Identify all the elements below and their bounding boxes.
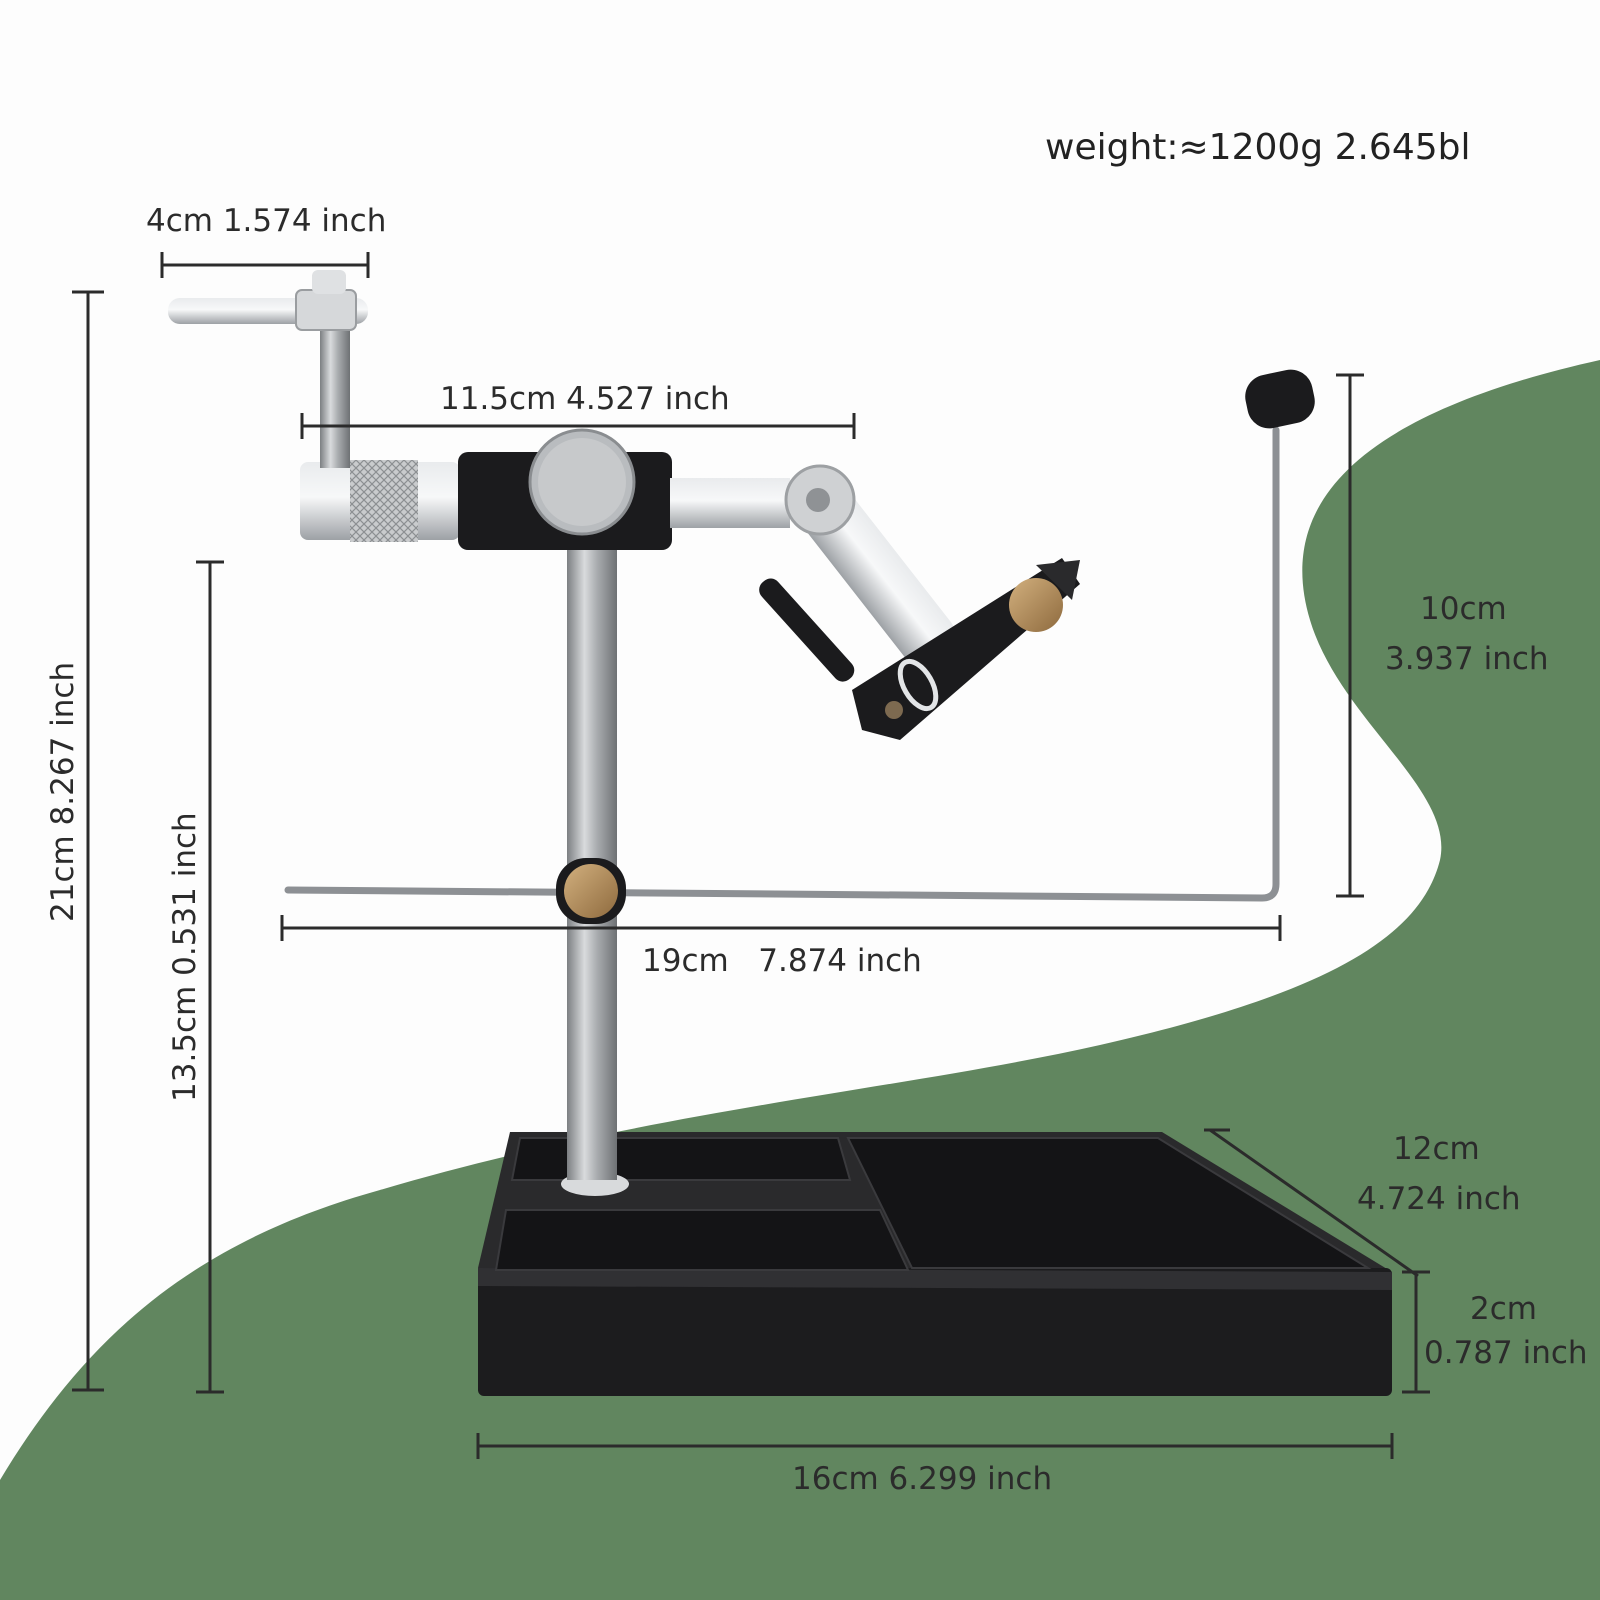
weight-label: weight:≈1200g 2.645bl (1045, 127, 1471, 168)
dim-stem-height (196, 560, 224, 1394)
tray-small-front (494, 1209, 910, 1271)
dim-top-handle (160, 252, 370, 278)
material-rod (284, 426, 1280, 902)
base-height-inch: 0.787 inch (1424, 1335, 1588, 1371)
dim-base-height (1402, 1270, 1430, 1394)
total-height-dimension: 21cm 8.267 inch (45, 661, 81, 922)
rod-height-cm: 10cm (1420, 591, 1507, 627)
tray-large (846, 1137, 1372, 1269)
dim-arm (300, 413, 856, 439)
base-depth-cm: 12cm (1393, 1131, 1480, 1167)
top-handle-dimension: 4cm 1.574 inch (146, 203, 387, 239)
rod-length-dimension: 19cm 7.874 inch (642, 943, 922, 979)
green-background-shape (0, 360, 1600, 1600)
rod-clamp-knob (556, 858, 626, 924)
dim-base-depth (1204, 1128, 1419, 1278)
stem-height-dimension: 13.5cm 0.531 inch (167, 812, 203, 1102)
rod-top-cap (1245, 369, 1315, 429)
dim-total-height (72, 290, 104, 1392)
tray-small-back (510, 1137, 852, 1181)
base-height-cm: 2cm (1470, 1291, 1537, 1327)
dimension-lines (72, 252, 1430, 1459)
arm-dimension: 11.5cm 4.527 inch (440, 381, 730, 417)
rod-height-inch: 3.937 inch (1385, 641, 1549, 677)
base-width-dimension: 16cm 6.299 inch (792, 1461, 1053, 1497)
vise-base (478, 1132, 1392, 1396)
dim-base-width (476, 1433, 1394, 1459)
dim-rod-length (280, 915, 1282, 941)
dim-rod-height (1336, 373, 1364, 898)
vise-head (300, 428, 790, 550)
base-depth-inch: 4.724 inch (1357, 1181, 1521, 1217)
rotary-handle (168, 270, 368, 468)
jaw-assembly (759, 464, 1080, 740)
